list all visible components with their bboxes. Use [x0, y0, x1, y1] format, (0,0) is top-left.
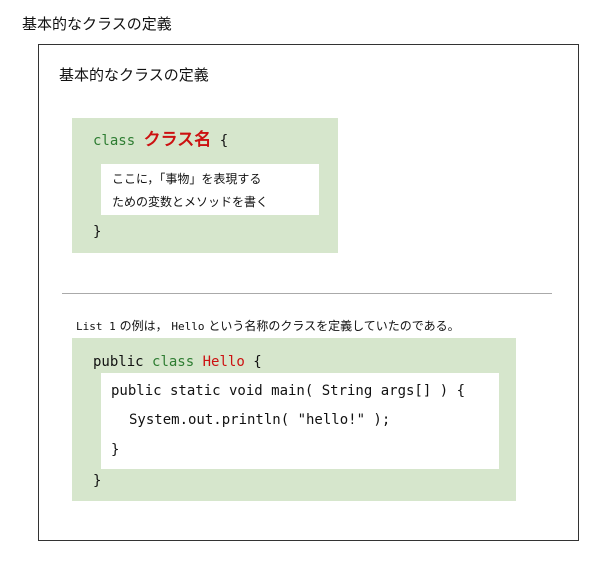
method-close-brace: }	[111, 442, 120, 458]
open-brace: {	[219, 133, 229, 149]
class-name-placeholder: クラス名	[143, 130, 212, 150]
example-caption: List 1 の例は， Hello という名称のクラスを定義していたのである。	[76, 317, 460, 336]
code-reference: List 1	[76, 320, 116, 333]
class-keyword: class	[152, 354, 195, 370]
class-close-brace: }	[93, 473, 102, 489]
method-signature: public static void main( String args[] )…	[111, 383, 466, 399]
caption-text-2: という名称のクラスを定義していたのである。	[208, 319, 460, 333]
class-body-note: ここに，「事物」を表現する ための変数とメソッドを書く	[101, 164, 319, 215]
caption-text-1: の例は，	[119, 319, 168, 333]
method-block: public static void main( String args[] )…	[101, 373, 499, 469]
open-brace: {	[253, 354, 262, 370]
body-note-line-2: ための変数とメソッドを書く	[112, 195, 269, 209]
class-name: Hello	[202, 354, 245, 370]
class-syntax-box: class クラス名 { ここに，「事物」を表現する ための変数とメソッドを書く…	[72, 118, 338, 253]
content-frame: 基本的なクラスの定義 class クラス名 { ここに，「事物」を表現する ため…	[38, 44, 579, 541]
frame-title: 基本的なクラスの定義	[59, 66, 209, 84]
class-reference: Hello	[171, 320, 205, 333]
body-note-line-1: ここに，「事物」を表現する	[112, 172, 262, 186]
class-declaration-line: public class Hello {	[93, 352, 262, 372]
example-code-box: public class Hello { public static void …	[72, 338, 516, 501]
page-heading: 基本的なクラスの定義	[22, 15, 172, 33]
close-brace: }	[93, 224, 102, 240]
println-statement: System.out.println( "hello!" );	[129, 412, 391, 428]
section-divider	[62, 293, 552, 294]
syntax-header-line: class クラス名 {	[93, 130, 228, 151]
class-keyword: class	[93, 133, 136, 149]
public-keyword: public	[93, 354, 144, 370]
